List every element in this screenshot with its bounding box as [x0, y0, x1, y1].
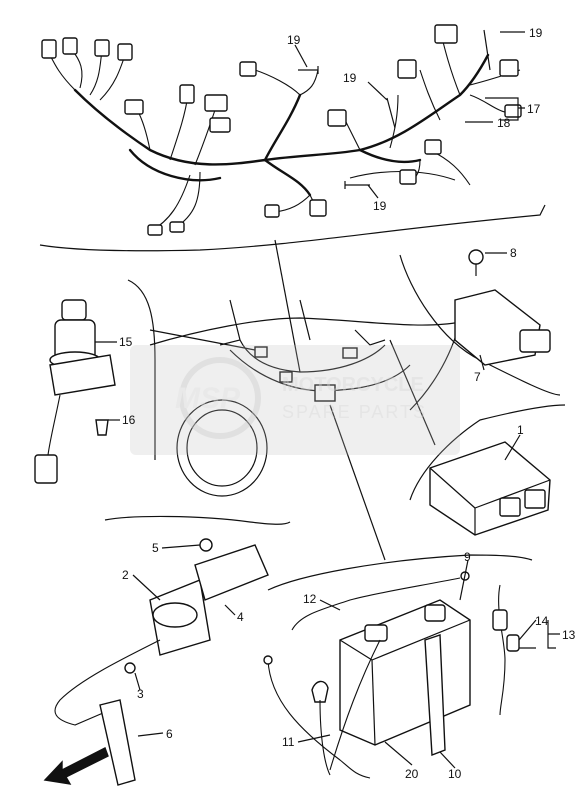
callout-14: 14 — [535, 614, 549, 628]
callout-12: 12 — [303, 592, 317, 606]
callout-4: 4 — [237, 610, 244, 624]
callout-8: 8 — [510, 246, 517, 260]
callout-10: 10 — [448, 767, 462, 781]
callout-19-d: 19 — [373, 199, 387, 213]
callout-1: 1 — [517, 423, 524, 437]
callout-6: 6 — [166, 727, 173, 741]
callout-15: 15 — [119, 335, 133, 349]
callout-11: 11 — [282, 735, 295, 749]
callout-5: 5 — [152, 541, 159, 555]
callout-16: 16 — [122, 413, 136, 427]
watermark-line-1: MOTORCYCLE — [282, 374, 424, 396]
callout-19-c: 19 — [529, 26, 543, 40]
igniter-unit-assembly — [409, 404, 566, 536]
callout-19-a: 19 — [287, 33, 301, 47]
callout-20: 20 — [405, 767, 419, 781]
battery-assembly — [263, 554, 560, 779]
callout-3: 3 — [137, 687, 144, 701]
callout-19-b: 19 — [343, 71, 357, 85]
ignition-coil-assembly — [43, 515, 291, 786]
watermark-line-2: SPARE PARTS — [282, 402, 427, 422]
watermark-logo: MSP — [175, 382, 241, 415]
callout-18: 18 — [497, 116, 511, 130]
callout-13: 13 — [562, 628, 576, 642]
callout-9: 9 — [464, 550, 471, 564]
main-switch-assembly — [34, 279, 156, 484]
motorcycle-overview — [149, 239, 461, 561]
callout-7: 7 — [474, 370, 481, 384]
callout-2: 2 — [122, 568, 129, 582]
wire-harness — [39, 24, 546, 252]
callout-labels: 19 19 19 19 17 18 8 7 15 16 1 5 2 4 3 6 … — [119, 26, 576, 781]
relay-unit-assembly — [399, 249, 561, 396]
callout-17: 17 — [527, 102, 541, 116]
watermark: MSP MOTORCYCLE SPARE PARTS — [130, 345, 460, 455]
